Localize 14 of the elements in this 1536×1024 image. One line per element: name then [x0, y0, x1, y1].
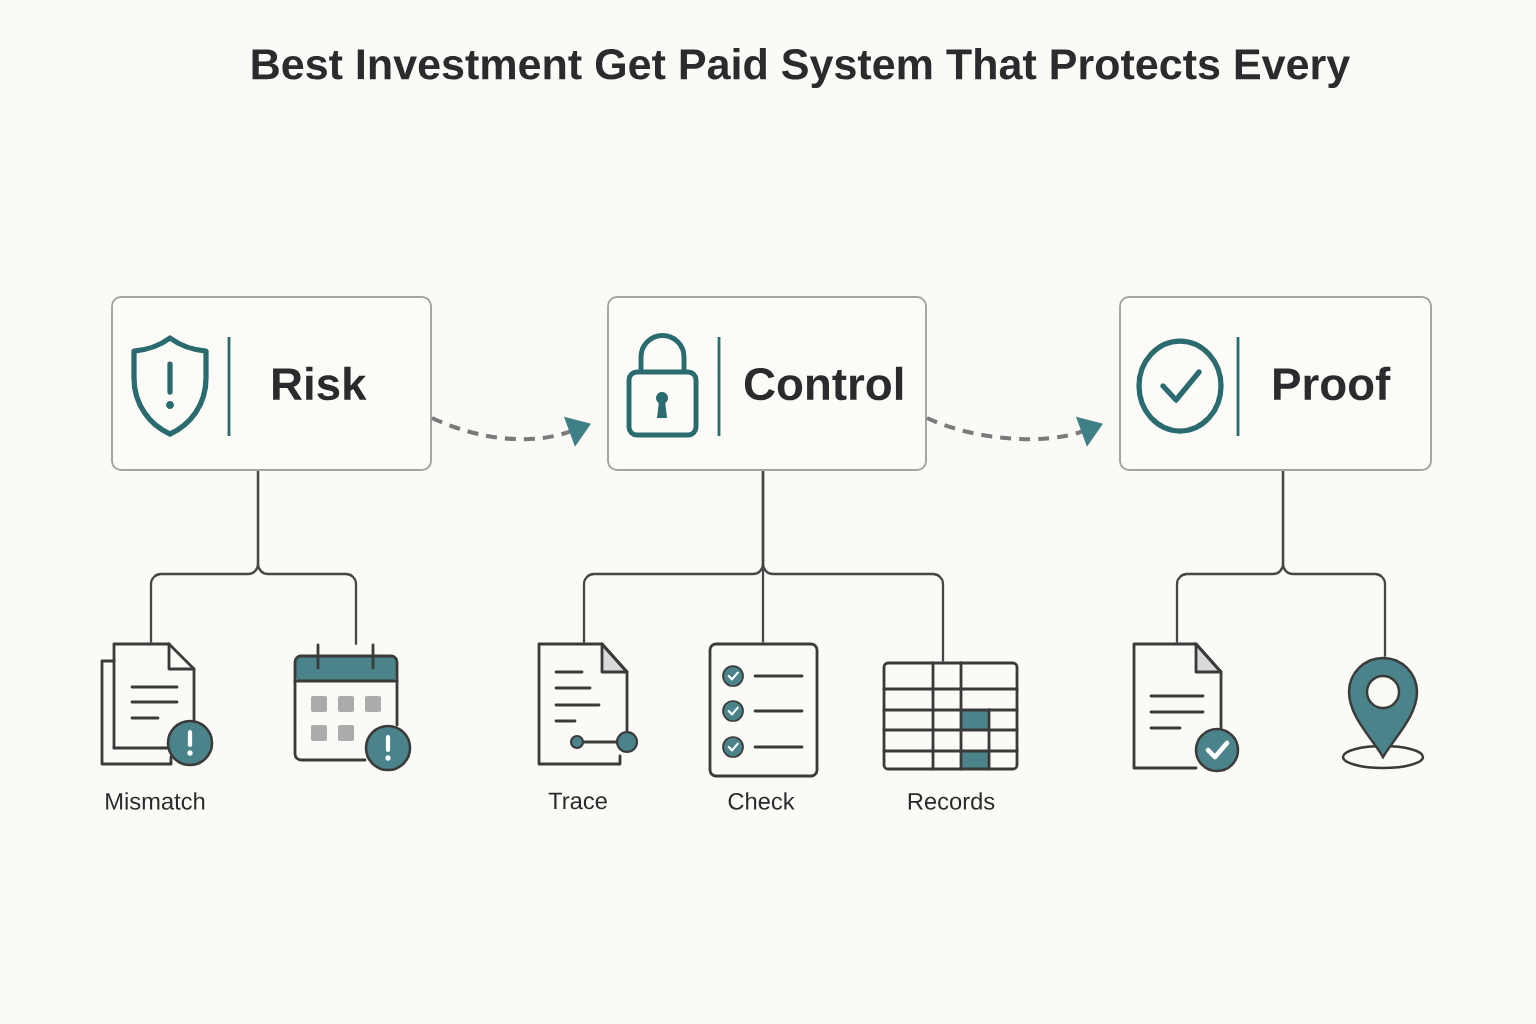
connector-line — [761, 471, 945, 662]
title: Best Investment Get Paid System That Protects Every — [252, 47, 1350, 89]
icon-label: Mismatch — [106, 792, 205, 810]
category-box: Proof — [1119, 296, 1432, 471]
category-box: Control — [607, 296, 927, 471]
location-pin-icon — [1341, 656, 1425, 770]
icon-label: Check — [728, 792, 795, 810]
connector-line — [1281, 471, 1387, 657]
category-box: Risk — [111, 296, 432, 471]
icon-label: Records — [908, 792, 995, 810]
icon-label: Trace — [548, 792, 607, 810]
calendar-warning-icon — [293, 643, 412, 772]
connector-line — [256, 471, 358, 645]
document-check-icon — [1132, 642, 1240, 773]
